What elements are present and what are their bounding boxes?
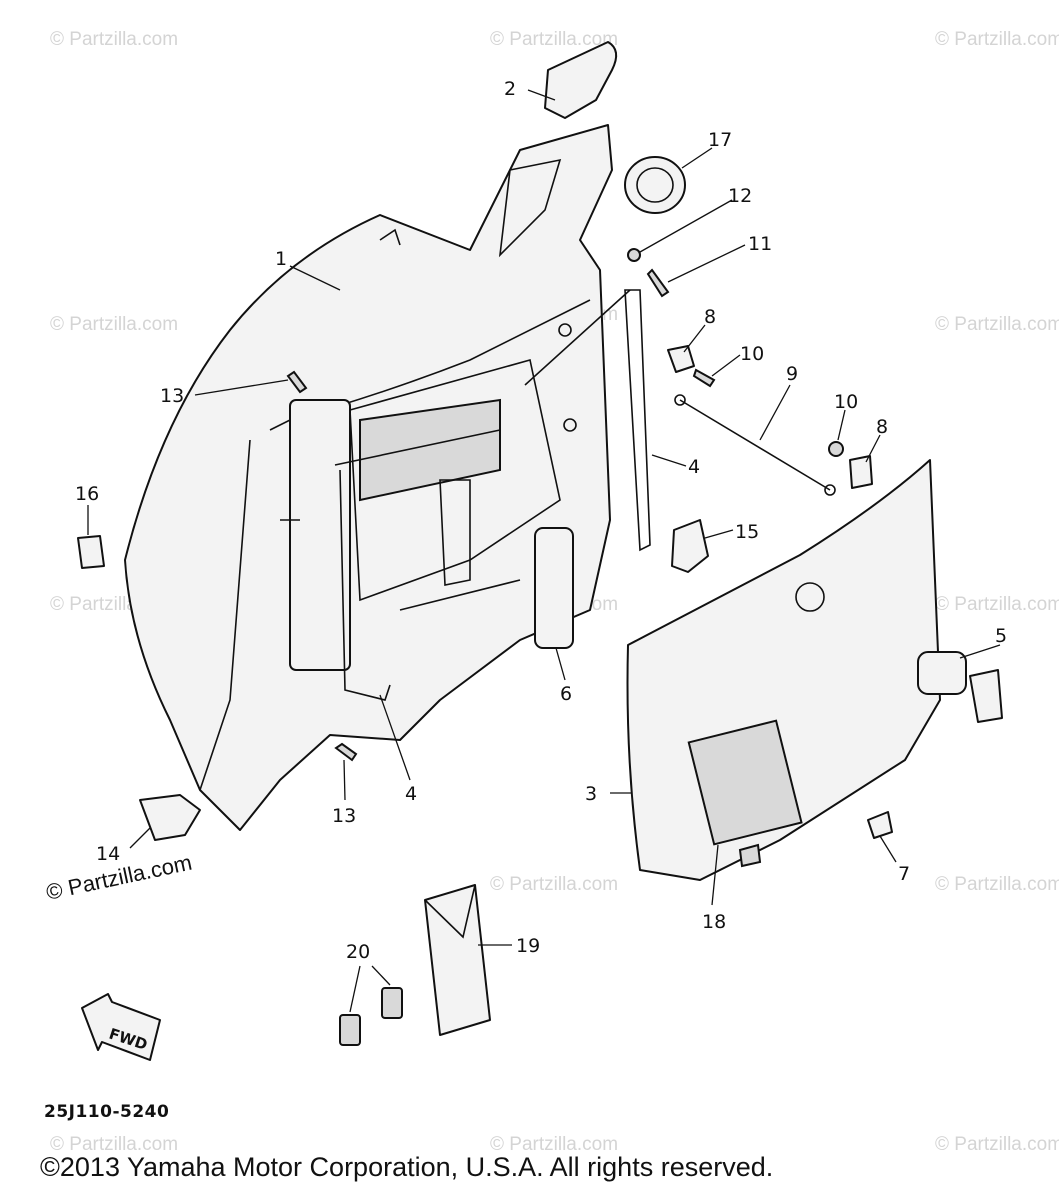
callout-7: 7 <box>898 863 910 885</box>
part-10-nut-lower <box>828 441 844 457</box>
callout-15: 15 <box>735 521 759 543</box>
part-19-pouch <box>424 884 491 1036</box>
part-15-hinge <box>671 519 709 573</box>
callout-17: 17 <box>708 129 732 151</box>
part-20-cap-left <box>339 1014 361 1046</box>
callout-3: 3 <box>585 783 597 805</box>
part-4-seal-left-inner <box>334 429 501 466</box>
part-18-label <box>687 719 803 846</box>
part-20-cap-right <box>381 987 403 1019</box>
part-4-seal-left <box>339 469 391 701</box>
watermark: © Partzilla.com <box>935 314 1059 335</box>
part-7-bolt <box>867 811 893 839</box>
watermark: © Partzilla.com <box>935 1134 1059 1155</box>
callout-13: 13 <box>160 385 184 407</box>
part-9-rod <box>674 394 836 496</box>
callout-8: 8 <box>704 306 716 328</box>
fwd-arrow: FWD <box>81 993 161 1061</box>
part-12-nut <box>627 248 641 262</box>
part-10-screw-upper <box>692 368 716 388</box>
callout-2: 2 <box>504 78 516 100</box>
part-4-seal-top <box>524 289 631 386</box>
callout-10: 10 <box>740 343 764 365</box>
copyright-notice: ©2013 Yamaha Motor Corporation, U.S.A. A… <box>40 1152 774 1182</box>
callout-12: 12 <box>728 185 752 207</box>
callout-18: 18 <box>702 911 726 933</box>
watermark: © Partzilla.com <box>50 314 178 335</box>
watermark: © Partzilla.com <box>935 874 1059 895</box>
callout-16: 16 <box>75 483 99 505</box>
watermark: © Partzilla.com <box>50 29 178 50</box>
callout-4: 4 <box>405 783 417 805</box>
callout-19: 19 <box>516 935 540 957</box>
watermark: © Partzilla.com <box>935 29 1059 50</box>
watermark: © Partzilla.com <box>935 594 1059 615</box>
part-8-clip-lower <box>849 455 873 489</box>
part-4-seal-right <box>624 289 651 552</box>
part-6-pad <box>534 527 574 649</box>
part-17-grommet <box>624 156 686 214</box>
callout-1: 1 <box>275 248 287 270</box>
callout-4: 4 <box>688 456 700 478</box>
callout-8: 8 <box>876 416 888 438</box>
callout-14: 14 <box>96 843 120 865</box>
part-14-bracket <box>139 794 201 841</box>
part-3-lid <box>626 459 941 881</box>
part-5-lock <box>917 651 1003 723</box>
part-2-cover <box>544 41 618 119</box>
callout-10: 10 <box>834 391 858 413</box>
callout-9: 9 <box>786 363 798 385</box>
callout-13: 13 <box>332 805 356 827</box>
callout-labels: 2 17 12 11 1 8 10 9 10 8 13 4 15 16 5 6 … <box>75 78 1007 963</box>
part-8-clip-upper <box>667 345 695 373</box>
part-1-inner-panel <box>124 124 613 831</box>
part-16-clip <box>77 535 105 569</box>
callout-11: 11 <box>748 233 772 255</box>
part-13-screw-bottom <box>334 742 358 762</box>
part-11-bolt <box>646 268 670 298</box>
callout-5: 5 <box>995 625 1007 647</box>
watermark: © Partzilla.com <box>490 874 618 895</box>
watermark: © Partzilla.com <box>490 1134 618 1155</box>
callout-20: 20 <box>346 941 370 963</box>
leader-lines <box>87 89 1001 1013</box>
part-13-screw-top <box>286 370 308 394</box>
callout-6: 6 <box>560 683 572 705</box>
drawing-code: 25J110-5240 <box>44 1102 169 1122</box>
watermark: © Partzilla.com <box>50 1134 178 1155</box>
watermark: © Partzilla.com <box>490 29 618 50</box>
